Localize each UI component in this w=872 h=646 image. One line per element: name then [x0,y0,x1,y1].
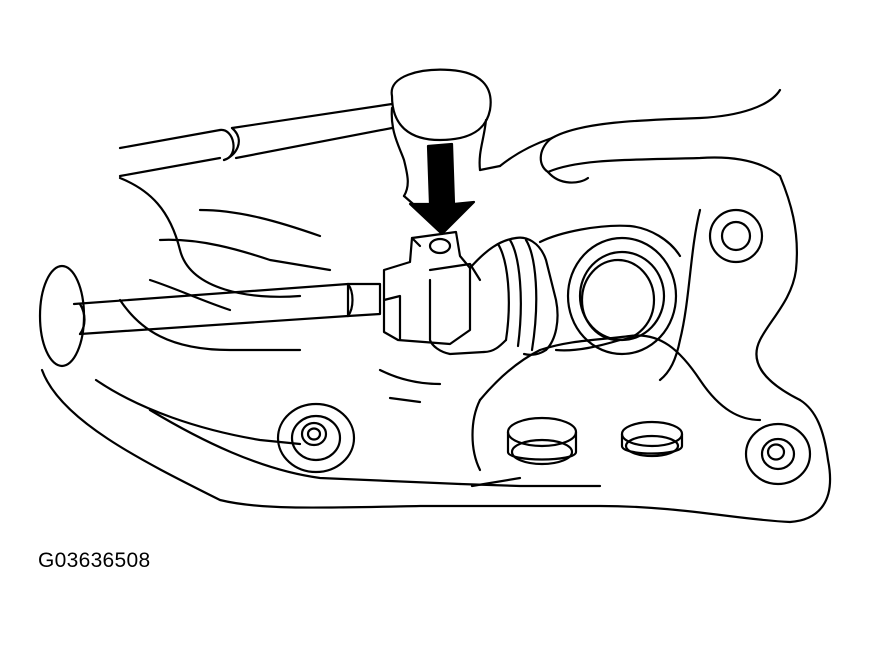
shift-rod [38,264,382,368]
left-mounting-boss [276,402,356,474]
right-mounting-boss [744,422,812,486]
mounting-plate [470,334,762,488]
shift-lever-assembly [382,224,682,356]
down-arrow-icon [408,142,476,236]
plug-left [506,416,578,466]
plug-right [620,420,684,458]
figure-id-label: G03636508 [38,549,151,572]
right-pipe [498,88,782,184]
upper-right-mounting-boss [708,208,764,264]
transmission-housing [40,174,832,524]
